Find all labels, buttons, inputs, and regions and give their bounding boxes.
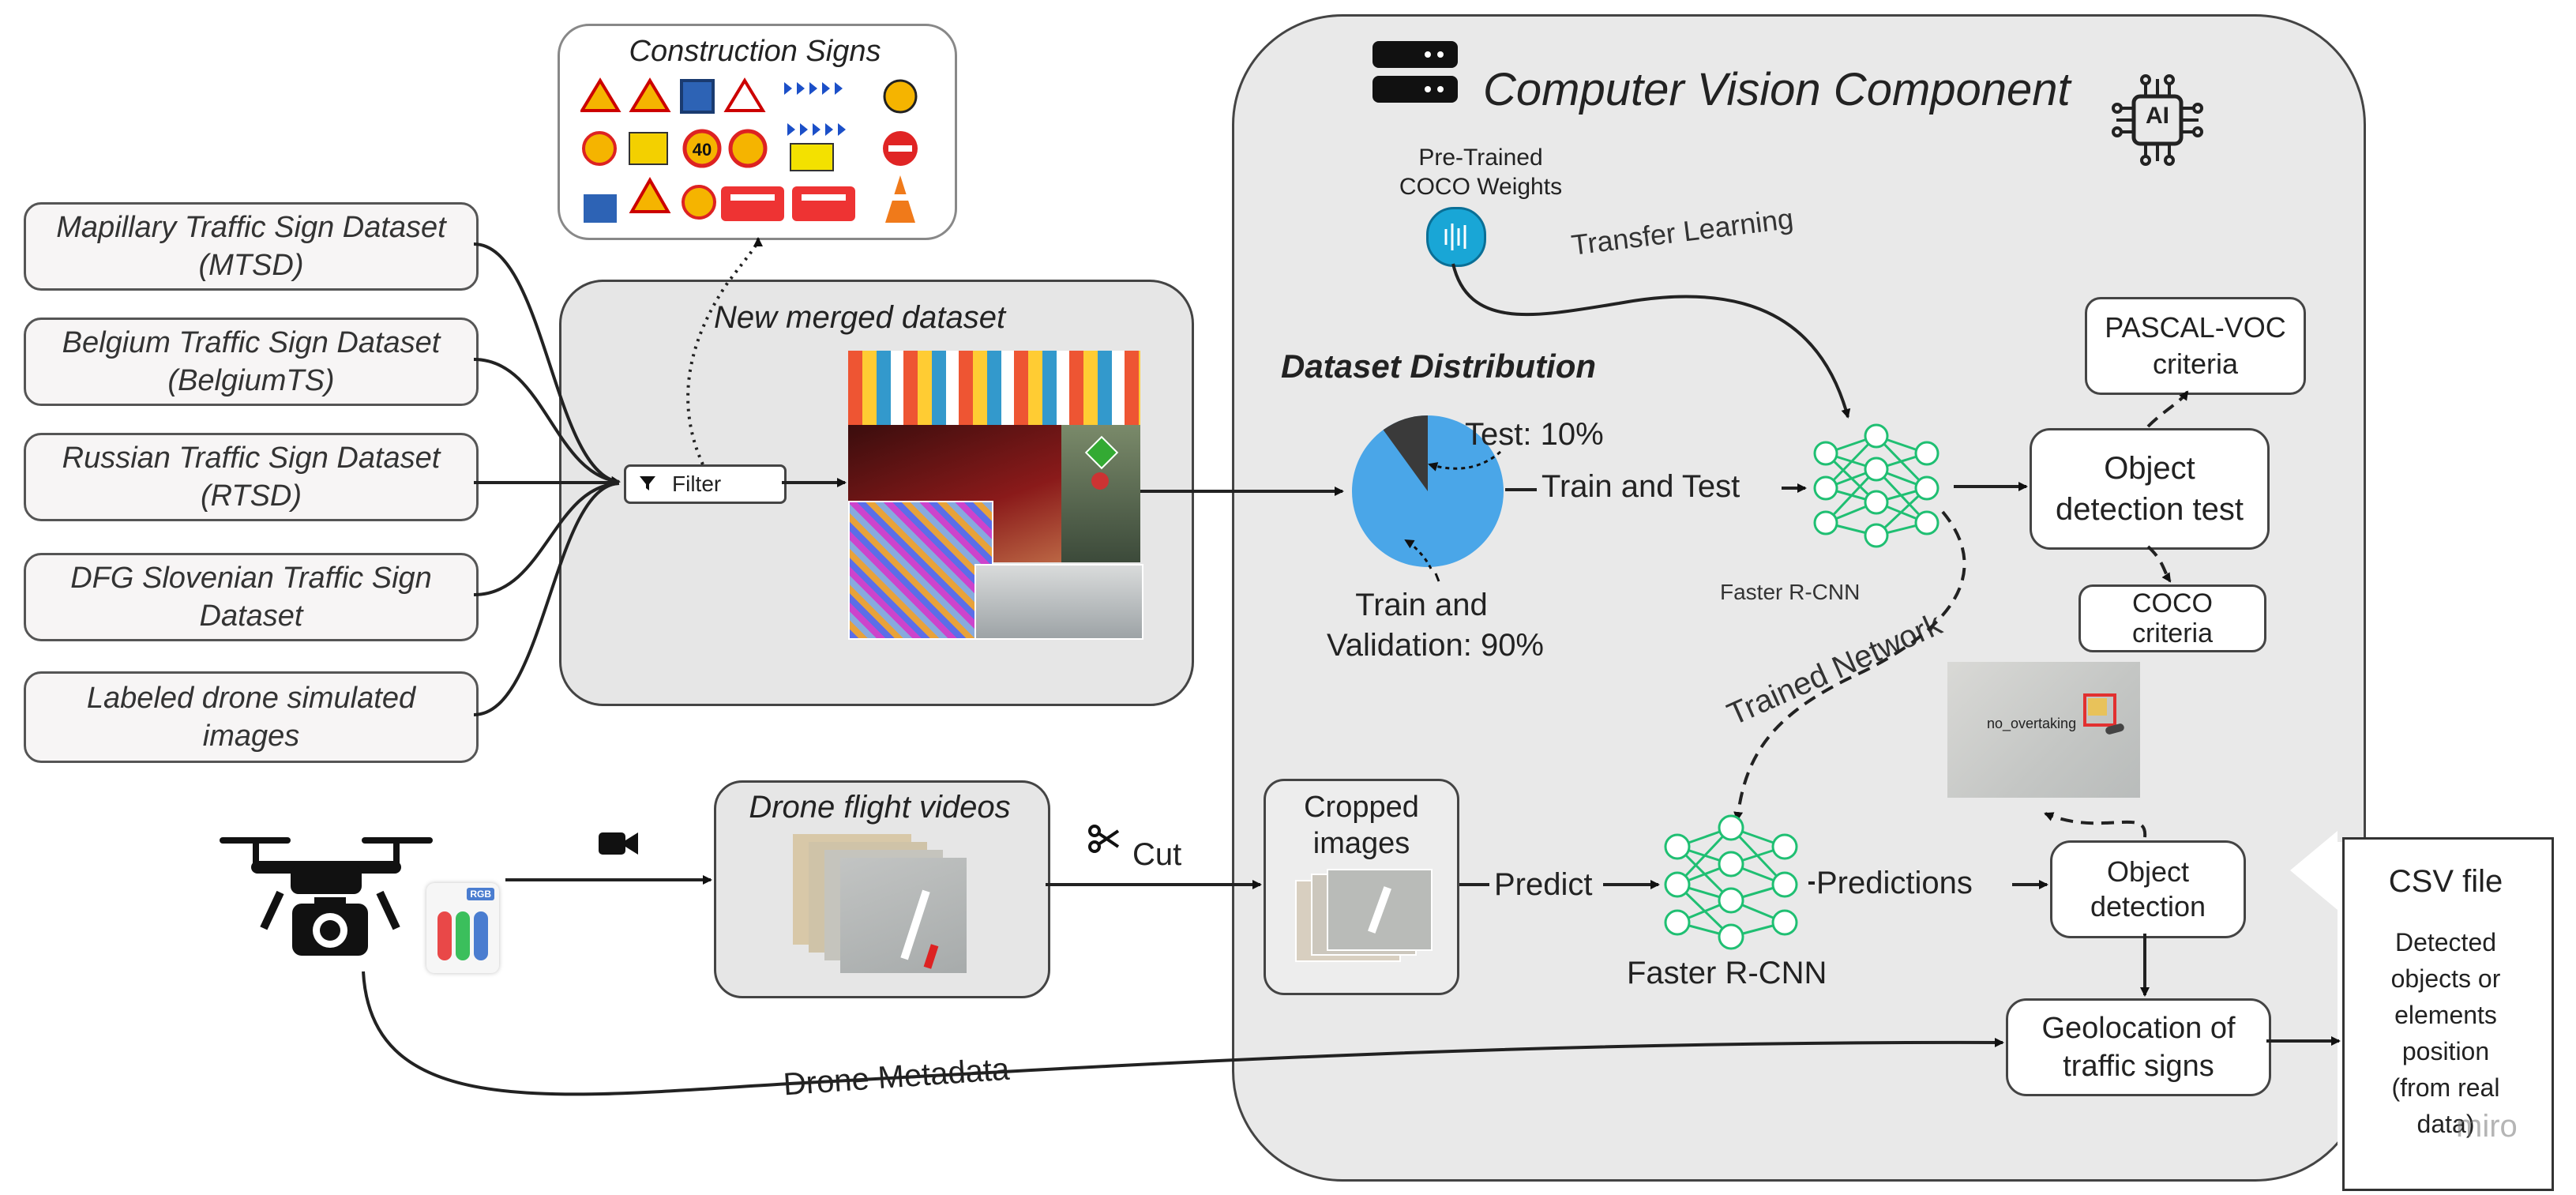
csv-file-description: Detected objects or elements position (f…: [2342, 924, 2549, 1142]
dataset-dfg-line-2: Dataset: [199, 599, 303, 633]
connector-dfg: [473, 482, 620, 596]
object-detection-box: Object detection: [2050, 840, 2246, 938]
object-detection-line-2: detection: [2090, 890, 2206, 923]
csv-description-line-4: position: [2401, 1037, 2490, 1065]
geolocation-line-2: traffic signs: [2063, 1050, 2214, 1083]
object-detection-line-1: Object: [2106, 855, 2190, 888]
connector-drone-metadata: [362, 971, 2004, 1096]
object-detection-test-box: Object detection test: [2030, 428, 2270, 550]
dataset-belgiumts-line-1: Belgium Traffic Sign Dataset: [62, 326, 441, 359]
train-validation-label-1: Train and: [1355, 588, 1488, 622]
object-detection-test-line-2: detection test: [2056, 492, 2244, 527]
csv-description-line-3: elements: [2394, 1001, 2497, 1029]
csv-file-box: [2342, 837, 2554, 1191]
server-icon: [1372, 41, 1458, 103]
dataset-rtsd-line-1: Russian Traffic Sign Dataset: [62, 442, 441, 475]
drone-video-frames: [793, 834, 974, 976]
coco-criteria-line-1: COCO: [2132, 588, 2213, 618]
construction-signs-title: Construction Signs: [629, 35, 881, 68]
geolocation-box: Geolocation of traffic signs: [2006, 998, 2271, 1096]
dataset-belgiumts-line-2: (BelgiumTS): [167, 364, 335, 397]
connector-odt-pascal: [2146, 390, 2189, 428]
pie-test-pointer: [1428, 450, 1502, 472]
pie-train-pointer: [1404, 539, 1433, 569]
merged-dataset-title: New merged dataset: [714, 300, 1006, 335]
pretrained-label-2: COCO Weights: [1399, 174, 1563, 200]
drone-videos-title: Drone flight videos: [749, 790, 1011, 825]
connector-trained-network: [1733, 510, 1966, 821]
dataset-drone-simulated-line-1: Labeled drone simulated: [86, 682, 416, 715]
object-detection-test-line-1: Object: [2104, 451, 2195, 486]
drone-icon: [212, 821, 441, 964]
ai-chip-label: AI: [2146, 103, 2169, 129]
cropped-images-stack: [1295, 869, 1437, 971]
connector-drone-sim: [473, 482, 620, 716]
csv-description-line-6: data): [2416, 1110, 2475, 1138]
test-label: Test: 10%: [1465, 417, 1604, 452]
detection-example-label: no_overtaking: [1987, 716, 2077, 731]
train-validation-label-2: Validation: 90%: [1327, 628, 1544, 663]
ai-chip-icon: AI: [2110, 73, 2205, 167]
dataset-dfg-line-1: DFG Slovenian Traffic Sign: [70, 562, 432, 595]
predict-label: Predict: [1494, 867, 1593, 902]
cut-label: Cut: [1132, 837, 1182, 872]
distribution-title: Dataset Distribution: [1281, 348, 1597, 385]
filter-label: Filter: [672, 472, 722, 496]
dataset-box-belgiumts: Belgium Traffic Sign Dataset (BelgiumTS): [24, 318, 479, 406]
csv-file-title: CSV file: [2388, 864, 2503, 899]
filter-icon: [639, 475, 656, 496]
cropped-images-line-2: images: [1312, 827, 1410, 860]
csv-description-line-1: Detected: [2394, 928, 2497, 956]
faster-rcnn-bottom-label: Faster R-CNN: [1627, 956, 1827, 990]
filter-box: Filter: [624, 464, 787, 504]
dataset-mtsd-line-1: Mapillary Traffic Sign Dataset: [56, 211, 446, 244]
scissors-icon: [1088, 825, 1120, 857]
dataset-mtsd-line-2: (MTSD): [198, 249, 304, 282]
connector-odt-coco: [2146, 545, 2172, 583]
cropped-images-line-1: Cropped: [1304, 791, 1419, 824]
merged-dataset-collage: [848, 351, 1143, 640]
coco-criteria-line-2: criteria: [2131, 618, 2214, 648]
cv-title: Computer Vision Component: [1483, 64, 2071, 115]
rgb-icon-label: RGB: [467, 888, 494, 900]
pascal-voc-line-1: PASCAL-VOC: [2105, 311, 2286, 344]
detection-example-image: no_overtaking: [1947, 662, 2140, 798]
predictions-label: Predictions: [1816, 866, 1973, 900]
connector-mtsd: [473, 242, 621, 486]
pascal-voc-box: PASCAL-VOC criteria: [2085, 297, 2306, 395]
dataset-box-mtsd: Mapillary Traffic Sign Dataset (MTSD): [24, 202, 479, 291]
neural-network-bottom: [1664, 814, 1798, 950]
neural-network-top: [1813, 423, 1940, 548]
dataset-drone-simulated-line-2: images: [202, 720, 300, 753]
pascal-voc-line-2: criteria: [2152, 348, 2239, 380]
connector-coco-network: [1451, 263, 1851, 419]
connector-belgiumts: [473, 358, 620, 483]
connector-filter-construction: [686, 237, 763, 465]
dataset-rtsd-line-2: (RTSD): [200, 479, 302, 513]
dataset-box-drone-simulated: Labeled drone simulated images: [24, 671, 479, 763]
pretrained-label-1: Pre-Trained: [1418, 145, 1543, 171]
construction-signs-grid: 40: [579, 76, 928, 226]
distribution-pie: [1349, 412, 1507, 574]
csv-description-line-5: (from real: [2391, 1073, 2500, 1102]
csv-description-line-2: objects or: [2390, 964, 2501, 993]
coco-weights-icon: [1426, 207, 1486, 267]
geolocation-line-1: Geolocation of: [2041, 1012, 2236, 1045]
rgb-icon: RGB: [426, 883, 499, 973]
dataset-box-rtsd: Russian Traffic Sign Dataset (RTSD): [24, 433, 479, 521]
pie-train-pointer-2: [1434, 573, 1440, 582]
video-camera-icon: [597, 829, 640, 862]
svg-text:40: 40: [693, 140, 712, 160]
faster-rcnn-top-label: Faster R-CNN: [1720, 580, 1861, 604]
miro-watermark: miro: [2456, 1109, 2518, 1144]
connector-od-detection: [2044, 812, 2147, 838]
train-and-test-label: Train and Test: [1541, 469, 1740, 504]
dataset-box-dfg: DFG Slovenian Traffic Sign Dataset: [24, 553, 479, 641]
coco-criteria-box: COCO criteria: [2078, 584, 2266, 652]
